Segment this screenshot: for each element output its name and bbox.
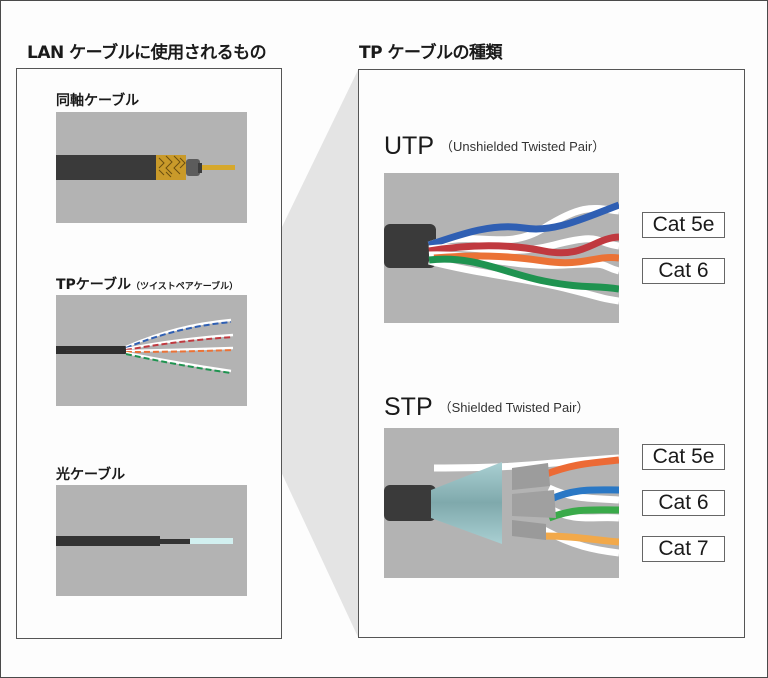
tp-cable-note: （ツイストペアケーブル）	[130, 282, 239, 292]
utp-full-name: （Unshielded Twisted Pair）	[440, 139, 606, 154]
stp-full-name: （Shielded Twisted Pair）	[438, 400, 590, 415]
stp-cat7-badge: Cat 7	[642, 536, 725, 562]
utp-cable-image	[384, 173, 619, 323]
optical-cable-label: 光ケーブル	[56, 467, 126, 483]
optical-fiber-cable-icon	[56, 536, 233, 546]
stp-cat6-badge: Cat 6	[642, 490, 725, 516]
coaxial-cable-image	[56, 112, 247, 223]
optical-cable-image	[56, 485, 247, 596]
utp-cable-icon	[384, 201, 619, 305]
tp-cable-label-text: TPケーブル	[56, 277, 131, 293]
tp-cable-label: TPケーブル（ツイストペアケーブル）	[56, 274, 238, 294]
utp-title: UTP （Unshielded Twisted Pair）	[384, 132, 605, 161]
stp-cat5e-badge: Cat 5e	[642, 444, 725, 470]
coaxial-cable-icon	[56, 155, 235, 180]
utp-cat5e-badge: Cat 5e	[642, 212, 725, 238]
stp-title: STP （Shielded Twisted Pair）	[384, 393, 589, 422]
left-section-heading: LAN ケーブルに使用されるもの	[27, 43, 267, 63]
coaxial-cable-label: 同軸ケーブル	[56, 93, 140, 109]
utp-cat6-badge: Cat 6	[642, 258, 725, 284]
stp-cable-icon	[384, 454, 619, 557]
right-section-heading: TP ケーブルの種類	[359, 43, 502, 63]
twisted-pair-cable-icon	[56, 318, 234, 374]
stp-name: STP	[384, 393, 433, 421]
stp-cable-image	[384, 428, 619, 578]
utp-name: UTP	[384, 132, 434, 160]
tp-cable-image	[56, 295, 247, 406]
zoom-wedge-shape	[250, 70, 358, 637]
